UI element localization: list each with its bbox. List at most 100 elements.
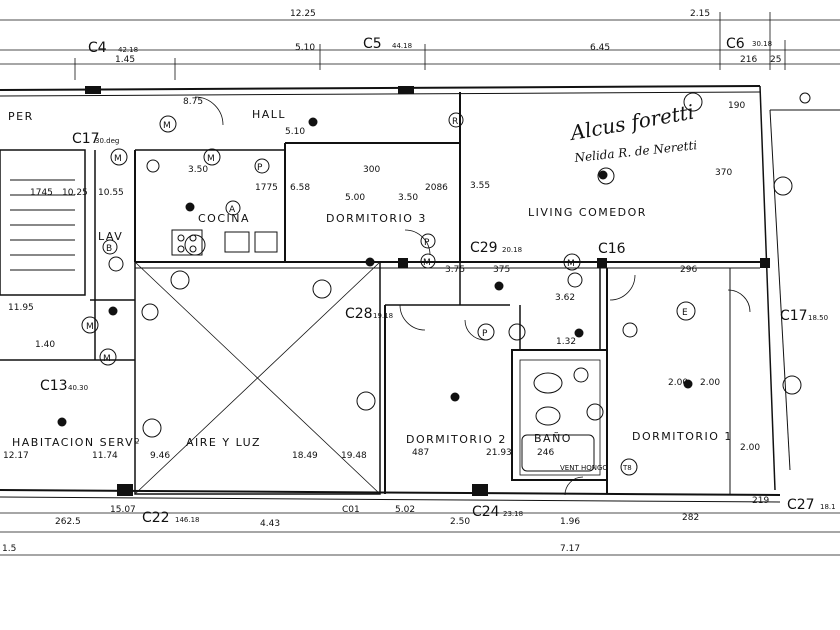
fixture-tag-6: R xyxy=(452,117,458,127)
fixture-tag-11: B xyxy=(106,244,112,254)
room-label-living: LIVING COMEDOR xyxy=(528,206,647,219)
dim-bottom-2: 15.07 xyxy=(110,505,136,515)
room-label-pasillo: PER xyxy=(8,110,34,123)
dim-bottom-10: 1.5 xyxy=(2,544,16,554)
dim-right-d: 2.00 xyxy=(668,378,688,388)
fixture-tags: M M M M M R P A P M B P M E T8 xyxy=(86,117,688,472)
column-label-c24: C24 xyxy=(472,504,500,520)
dim-top-1: 1.45 xyxy=(115,55,135,65)
column-sub-c29: 20.18 xyxy=(502,246,522,254)
room-label-cocina: COCINA xyxy=(198,212,250,225)
room-dimension-texts: 8.75 5.10 300 5.00 3.50 1775 6.58 3.50 3… xyxy=(3,97,760,472)
signature-line1: Alcus foretti xyxy=(567,100,696,146)
dim-stair-c: 10.55 xyxy=(98,188,124,198)
column-label-c22: C22 xyxy=(142,510,170,526)
dim-bottom-total: 7.17 xyxy=(560,544,580,554)
fixture-tag-12: P xyxy=(482,329,488,339)
fixture-tag-3: M xyxy=(207,154,215,164)
dim-c28-a: 3.75 xyxy=(445,265,465,275)
dim-bottom-4: C01 xyxy=(342,505,360,515)
dim-bottom-7: 1.96 xyxy=(560,517,580,527)
stove xyxy=(171,229,278,256)
column-label-c13: C13 xyxy=(40,378,68,394)
fixture-tag-1: M xyxy=(163,121,171,131)
bottom-dimension-lines xyxy=(0,512,840,556)
dim-dorm1-b: 2.00 xyxy=(740,443,760,453)
room-label-dormitorio3: DORMITORIO 3 xyxy=(326,212,427,225)
dim-right-c: 296 xyxy=(680,265,697,275)
dim-aire-a: 18.49 xyxy=(292,451,318,461)
dim-cocina-c: 3.50 xyxy=(188,165,208,175)
dim-living-b: 2086 xyxy=(425,183,448,193)
column-sub-c17b: 18.50 xyxy=(808,314,828,322)
dim-aire-b: 19.48 xyxy=(341,451,367,461)
column-sub-c17a: 30.deg xyxy=(95,137,119,145)
dim-bottom-1: 262.5 xyxy=(55,517,81,527)
structural-columns xyxy=(85,86,770,496)
dim-dorm1-a: 2.00 xyxy=(700,378,720,388)
dim-serv-b: 12.17 xyxy=(3,451,29,461)
dim-bottom-5: 5.02 xyxy=(395,505,415,515)
bath-fixtures xyxy=(521,372,604,472)
fixture-symbols xyxy=(81,92,811,476)
fixture-tag-10: M xyxy=(86,322,94,332)
dim-c16-a: 3.62 xyxy=(555,293,575,303)
room-label-dormitorio1: DORMITORIO 1 xyxy=(632,430,733,443)
fixture-tag-15: T8 xyxy=(622,464,632,472)
door-swings xyxy=(194,96,751,496)
column-label-c17b: C17 xyxy=(780,308,808,324)
room-label-dormitorio2: DORMITORIO 2 xyxy=(406,433,507,446)
fixture-tag-5: M xyxy=(423,258,431,268)
dim-cocina-b: 6.58 xyxy=(290,183,310,193)
dim-aire-c: 9.46 xyxy=(150,451,170,461)
dim-hall-w: 8.75 xyxy=(183,97,203,107)
dim-bottom-8: 282 xyxy=(682,513,699,523)
dim-hall-d: 5.10 xyxy=(285,127,305,137)
dim-right-a: 190 xyxy=(728,101,745,111)
column-label-c6: C6 xyxy=(726,36,745,52)
column-sub-c22: 146.18 xyxy=(175,516,200,524)
dim-serv-a: 11.74 xyxy=(92,451,118,461)
fixture-tag-2: M xyxy=(114,154,122,164)
fixture-tag-13: M xyxy=(103,354,111,364)
column-labels: C4 42.18 C5 44.18 C6 30.18 C17 30.deg C2… xyxy=(40,36,836,526)
dim-dorm3-a: 5.00 xyxy=(345,193,365,203)
fixture-tag-8: A xyxy=(229,205,236,215)
dim-cocina-a: 1775 xyxy=(255,183,278,193)
room-label-servicio: HABITACION SERVº xyxy=(12,436,141,449)
dim-bottom-6: 2.50 xyxy=(450,517,470,527)
dim-top-2: 5.10 xyxy=(295,43,315,53)
dim-stair-a: 1745 xyxy=(30,188,53,198)
dim-top-3: 6.45 xyxy=(590,43,610,53)
column-label-c27: C27 xyxy=(787,497,815,513)
room-label-bano: BAÑO xyxy=(534,432,572,445)
fixture-tag-4: M xyxy=(567,259,575,269)
column-label-c17a: C17 xyxy=(72,131,100,147)
column-sub-c13: 40.30 xyxy=(68,384,88,392)
dim-living-c: 375 xyxy=(493,265,510,275)
fixture-tag-14: E xyxy=(682,308,688,318)
dim-right-b: 370 xyxy=(715,168,732,178)
dim-dorm2-a: 487 xyxy=(412,448,429,458)
dim-small-c: 1.40 xyxy=(35,340,55,350)
dim-dorm2-b: 21.93 xyxy=(486,448,512,458)
column-label-c29: C29 xyxy=(470,240,498,256)
dim-total-left: 12.25 xyxy=(290,9,316,19)
room-label-hall: HALL xyxy=(252,108,286,121)
dim-small-a: 1.32 xyxy=(556,337,576,347)
column-label-c16: C16 xyxy=(598,241,626,257)
top-dimension-lines xyxy=(0,12,840,80)
column-label-c28: C28 xyxy=(345,306,373,322)
column-sub-c6: 30.18 xyxy=(752,40,772,48)
dim-bano-a: 246 xyxy=(537,448,554,458)
column-sub-c24: 23.18 xyxy=(503,510,523,518)
column-sub-c4: 42.18 xyxy=(118,46,138,54)
dim-bottom-3: 4.43 xyxy=(260,519,280,529)
room-label-aire: AIRE Y LUZ xyxy=(186,436,261,449)
column-sub-c5: 44.18 xyxy=(392,42,412,50)
column-sub-c28: 19.18 xyxy=(373,312,393,320)
dim-bottom-9: 219 xyxy=(752,496,769,506)
signature: Alcus foretti Nelida R. de Neretti xyxy=(567,100,698,165)
light-points xyxy=(57,117,693,427)
dim-total-right: 2.15 xyxy=(690,9,710,19)
